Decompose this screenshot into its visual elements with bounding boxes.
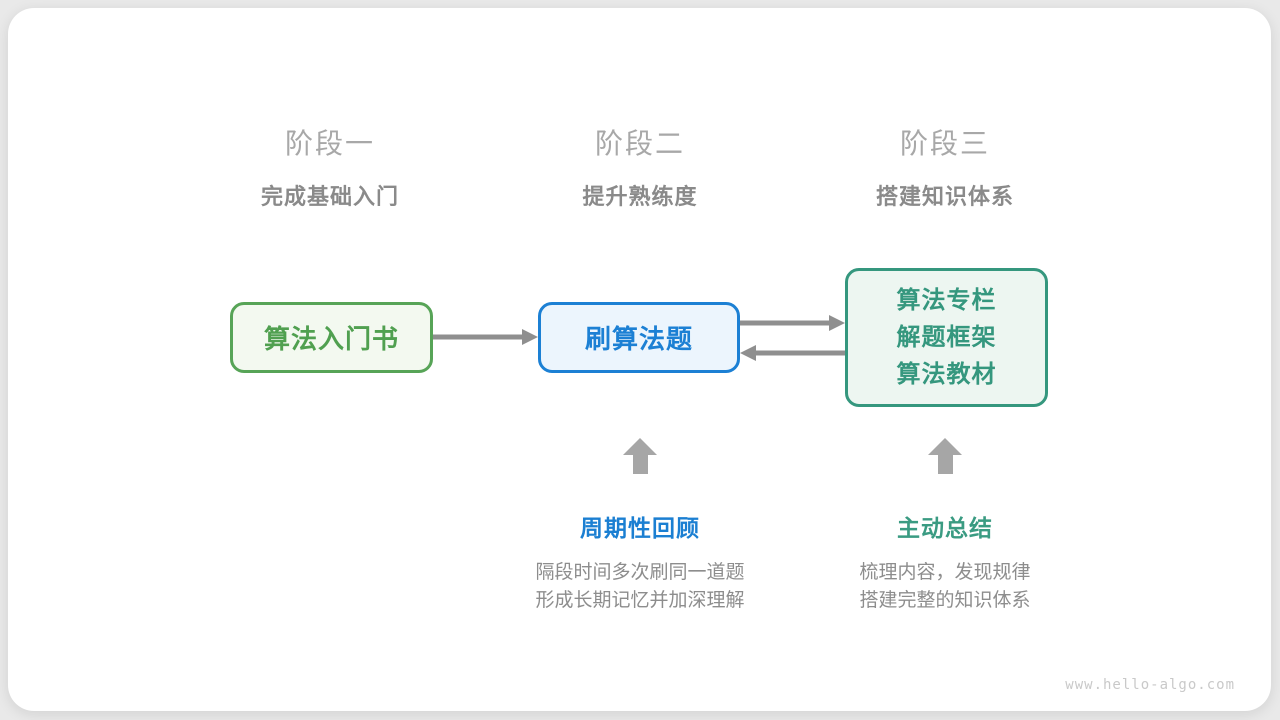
stage-1-subtitle: 完成基础入门	[260, 184, 400, 209]
up-arrow-head-icon	[623, 438, 657, 455]
up-arrow-stem	[632, 455, 648, 474]
method-periodic-review-label: 周期性回顾	[580, 515, 700, 541]
node-intro-book-label: 算法入门书	[263, 324, 399, 354]
up-arrow-summary-icon	[928, 438, 962, 474]
up-arrow-review-icon	[623, 438, 657, 474]
stage-1-title: 阶段一	[284, 128, 376, 159]
stage-3-title: 阶段三	[899, 128, 991, 159]
node-practice-problems: 刷算法题	[538, 302, 740, 373]
description-line-2: 搭建完整的知识体系	[859, 590, 1031, 611]
arrow-shaft	[753, 350, 845, 356]
stage-2-title: 阶段二	[594, 128, 686, 159]
method-active-summary-label: 主动总结	[897, 515, 993, 541]
arrow-head-left-icon	[740, 345, 756, 361]
stage-2-subtitle: 提升熟练度	[582, 184, 698, 209]
node-advanced-materials: 算法专栏 解题框架 算法教材	[845, 268, 1048, 407]
arrow-practice-to-advanced-icon	[740, 315, 845, 331]
stage-3-header: 阶段三 搭建知识体系	[876, 122, 1014, 211]
node-advanced-line-2: 解题框架	[896, 324, 997, 351]
node-practice-problems-label: 刷算法题	[584, 324, 693, 354]
stage-1-header: 阶段一 完成基础入门	[261, 122, 399, 211]
arrow-advanced-to-practice-icon	[740, 345, 845, 361]
description-line-1: 隔段时间多次刷同一道题	[535, 562, 745, 583]
up-arrow-head-icon	[928, 438, 962, 455]
stage-3-subtitle: 搭建知识体系	[875, 184, 1015, 209]
arrow-shaft	[740, 320, 832, 326]
arrow-head-right-icon	[522, 329, 538, 345]
description-line-2: 形成长期记忆并加深理解	[535, 590, 745, 611]
arrow-book-to-practice-icon	[433, 329, 538, 345]
node-advanced-line-3: 算法教材	[896, 361, 997, 388]
node-advanced-line-1: 算法专栏	[896, 287, 997, 314]
arrow-shaft	[433, 334, 525, 340]
site-watermark: www.hello-algo.com	[1065, 677, 1235, 693]
description-line-1: 梳理内容，发现规律	[859, 562, 1031, 583]
stage-2-header: 阶段二 提升熟练度	[582, 122, 697, 211]
up-arrow-stem	[937, 455, 953, 474]
arrow-head-right-icon	[829, 315, 845, 331]
method-periodic-review-description: 隔段时间多次刷同一道题 形成长期记忆并加深理解	[535, 559, 744, 615]
node-intro-book: 算法入门书	[230, 302, 433, 373]
method-active-summary-description: 梳理内容，发现规律 搭建完整的知识体系	[859, 559, 1030, 615]
